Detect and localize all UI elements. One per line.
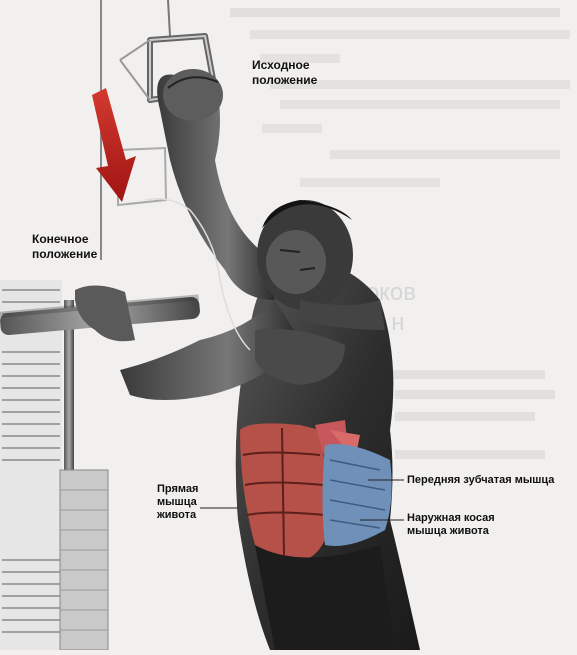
label-end-position: Конечное положение bbox=[32, 232, 98, 261]
rectus-abdominis-muscle bbox=[240, 423, 327, 560]
leader-lines bbox=[200, 479, 404, 521]
weight-stack bbox=[0, 280, 109, 651]
label-start-position: Исходное положение bbox=[252, 58, 318, 87]
direction-arrow bbox=[92, 88, 136, 202]
label-external-oblique: Наружная косая мышца живота bbox=[407, 512, 495, 537]
external-oblique-muscle bbox=[322, 444, 392, 546]
label-serratus-anterior: Передняя зубчатая мышца bbox=[407, 474, 555, 486]
athlete-figure bbox=[75, 69, 420, 650]
background-text bbox=[230, 8, 570, 459]
label-rectus-abdominis: Прямая мышца живота bbox=[157, 483, 199, 521]
